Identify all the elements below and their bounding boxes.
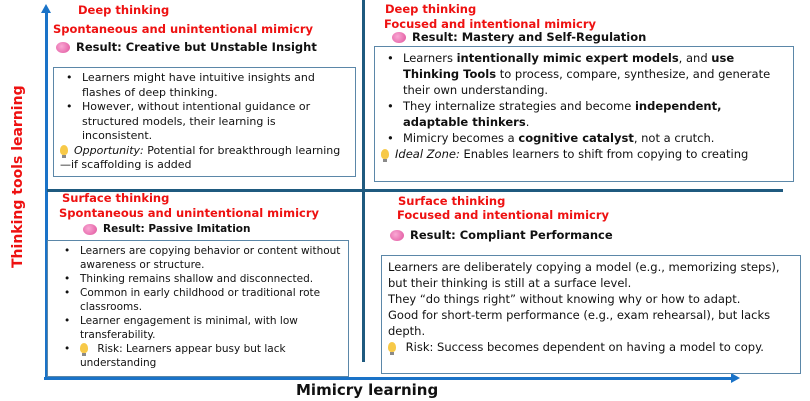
lightbulb-icon [381, 149, 389, 162]
tr-result-text: Result: Mastery and Self-Regulation [412, 30, 647, 44]
y-axis [45, 12, 48, 380]
x-axis-arrowhead [731, 373, 740, 383]
tr-bullet: Learners intentionally mimic expert mode… [387, 50, 787, 98]
br-risk: Risk: Success becomes dependent on havin… [388, 339, 794, 355]
brain-icon [390, 229, 404, 241]
tl-bullet: However, without intentional guidance or… [66, 100, 349, 144]
bl-bullet: Thinking remains shallow and disconnecte… [64, 272, 344, 286]
br-mimicry-label: Focused and intentional mimicry [397, 208, 610, 222]
tr-thinking-label: Deep thinking [385, 2, 477, 16]
tl-result-text: Result: Creative but Unstable Insight [76, 40, 317, 54]
x-axis [44, 377, 732, 380]
brain-icon [83, 223, 97, 235]
br-result: Result: Compliant Performance [390, 228, 613, 242]
br-line: They “do things right” without knowing w… [388, 292, 741, 306]
tl-bullet: Learners might have intuitive insights a… [66, 71, 349, 100]
br-description-box: Learners are deliberately copying a mode… [381, 255, 801, 374]
bl-risk: Risk: Learners appear busy but lack unde… [64, 342, 344, 370]
y-axis-arrowhead [41, 4, 51, 13]
lightbulb-icon [60, 144, 68, 158]
tr-result: Result: Mastery and Self-Regulation [392, 30, 646, 44]
bl-bullet: Learner engagement is minimal, with low … [64, 314, 344, 342]
bl-mimicry-label: Spontaneous and unintentional mimicry [59, 206, 320, 220]
bl-thinking-label: Surface thinking [62, 191, 170, 205]
y-axis-label: Thinking tools learning [10, 85, 26, 268]
vertical-divider [362, 0, 365, 362]
lightbulb-icon [388, 342, 396, 355]
tr-description-box: Learners intentionally mimic expert mode… [374, 46, 794, 182]
bl-bullet: Common in early childhood or traditional… [64, 286, 344, 314]
bl-result-text: Result: Passive Imitation [103, 223, 251, 235]
br-thinking-label: Surface thinking [398, 194, 506, 208]
lightbulb-icon [80, 343, 88, 356]
tl-mimicry-label: Spontaneous and unintentional mimicry [53, 22, 314, 36]
bl-description-box: Learners are copying behavior or content… [47, 240, 349, 377]
br-line: Learners are deliberately copying a mode… [388, 260, 780, 290]
brain-icon [56, 41, 70, 53]
br-line: Good for short-term performance (e.g., e… [388, 308, 771, 338]
br-result-text: Result: Compliant Performance [410, 228, 613, 242]
tl-description-box: Learners might have intuitive insights a… [53, 67, 356, 177]
tl-result: Result: Creative but Unstable Insight [56, 40, 317, 54]
bl-result: Result: Passive Imitation [83, 223, 250, 235]
brain-icon [392, 31, 406, 43]
bl-bullet: Learners are copying behavior or content… [64, 244, 344, 272]
x-axis-label: Mimicry learning [296, 381, 439, 399]
tr-bullet: Mimicry becomes a cognitive catalyst, no… [387, 130, 787, 146]
tl-opportunity: Opportunity: Potential for breakthrough … [60, 143, 341, 171]
tl-thinking-label: Deep thinking [78, 3, 170, 17]
tr-ideal-zone: Ideal Zone: Enables learners to shift fr… [381, 146, 787, 162]
tr-bullet: They internalize strategies and become i… [387, 98, 787, 130]
tr-mimicry-label: Focused and intentional mimicry [384, 17, 597, 31]
horizontal-divider [47, 189, 783, 192]
